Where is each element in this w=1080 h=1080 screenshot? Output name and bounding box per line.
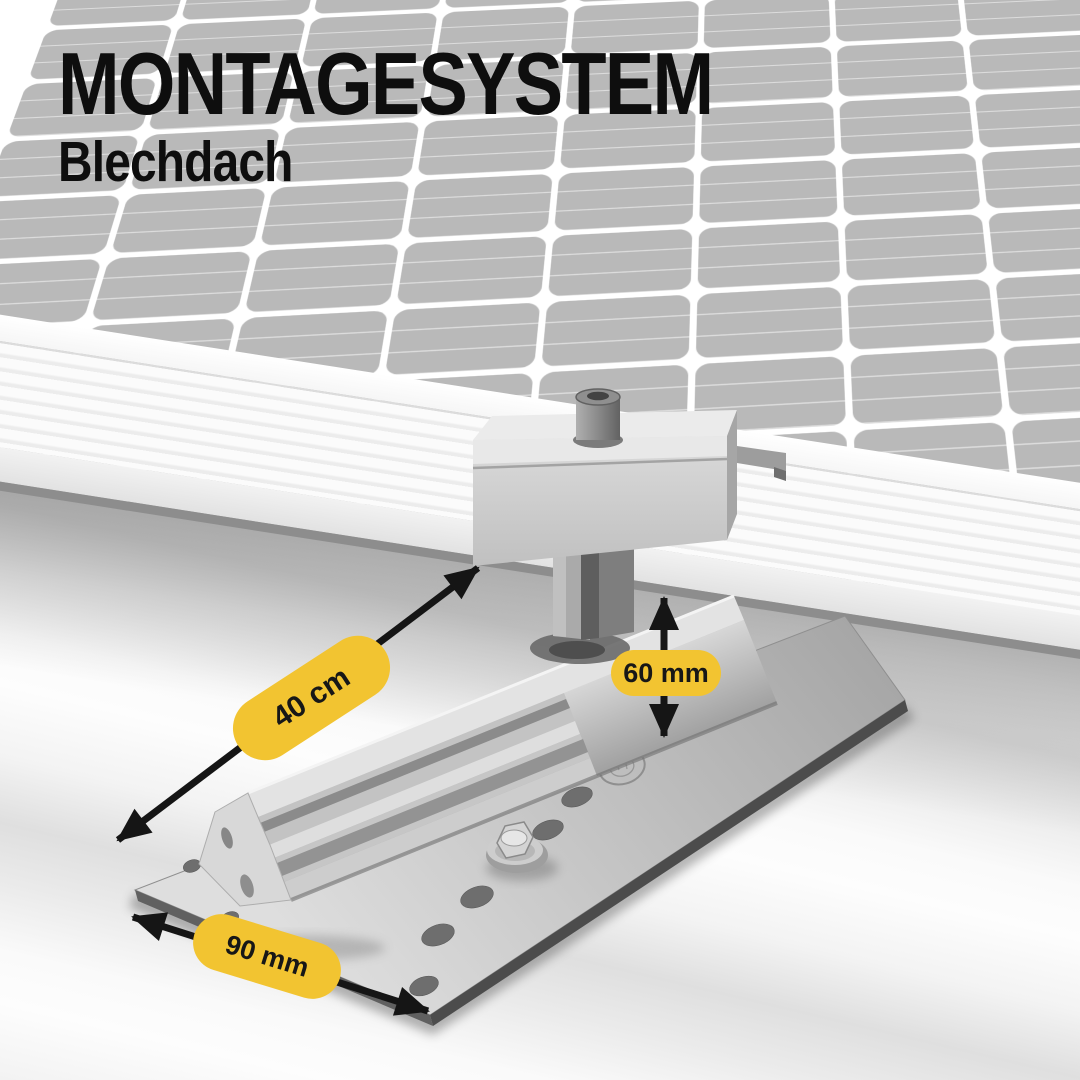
measurement-label: 60 mm — [623, 657, 709, 688]
page-title: MONTAGESYSTEM — [58, 34, 714, 133]
end-clamp — [472, 388, 786, 566]
measurement-label: 90 mm — [221, 929, 313, 983]
flange-bolt — [486, 821, 558, 881]
title-block: MONTAGESYSTEM Blechdach — [58, 40, 837, 191]
clamp-lip — [737, 446, 786, 471]
page-subtitle: Blechdach — [58, 130, 293, 194]
clamp-allen-bolt — [573, 388, 623, 448]
clamp-front-face — [473, 436, 727, 566]
measurement-badge-rail-height: 60 mm — [611, 650, 721, 696]
